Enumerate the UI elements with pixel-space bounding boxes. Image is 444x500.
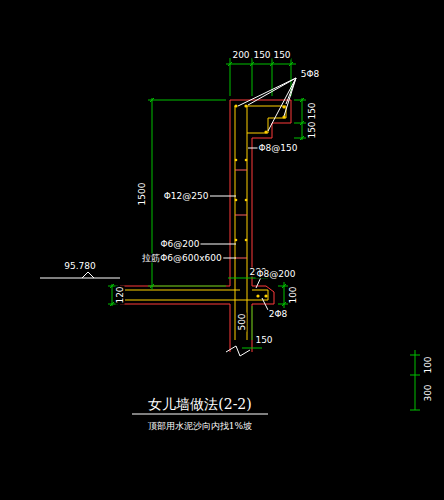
dimension-label: 200 [231,51,250,60]
dimension-label: 120 [116,285,125,304]
dimension-label: 1500 [138,182,147,207]
concrete-outline [120,100,291,356]
dimension-label: 150 [308,120,317,139]
dimension-label: 500 [238,312,247,331]
dimension-label: Φ6@200 [160,240,201,249]
elevation-mark [40,272,120,278]
dimension-label: 拉筋Φ6@600x600 [141,254,223,263]
dimension-label: 100 [424,355,433,374]
tie-bars [235,170,247,258]
rebar [125,106,286,340]
dimension-label: 150 [272,51,291,60]
dimension-label: Φ12@250 [163,192,210,201]
dimension-label: Φ8@150 [258,144,299,153]
dimension-label: 300 [424,383,433,402]
dimension-label: Φ8@200 [256,270,297,279]
dimension-label: 150 [308,101,317,120]
drawing-title: 女儿墙做法(2-2) [148,397,251,411]
dimension-lines [108,58,420,410]
dimension-label: 100 [289,285,298,304]
dimension-label: 2Φ8 [268,310,289,319]
leader-lines [198,78,296,310]
dimension-label: 5Φ8 [300,70,321,79]
drawing-caption: 顶部用水泥沙向内找1%坡 [148,422,252,431]
dimension-label: 95.780 [63,262,97,271]
title-underline [132,414,268,415]
dimension-label: 150 [254,336,273,345]
dimension-label: 150 [252,51,271,60]
